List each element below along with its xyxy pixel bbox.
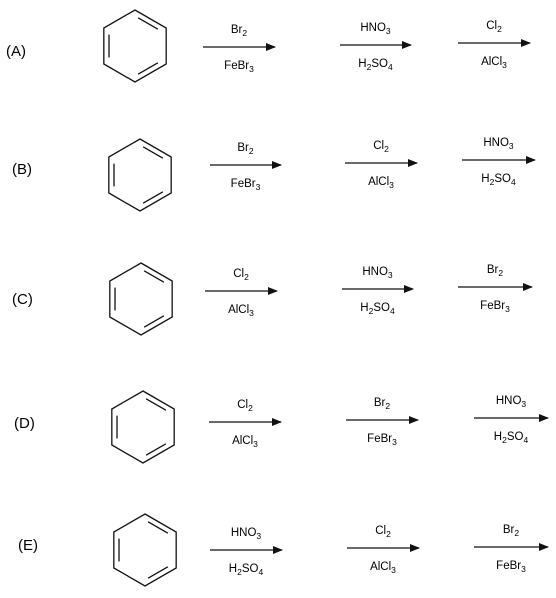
option-c-step-1-catalyst: AlCl3 [228,304,254,318]
option-b-label: (B) [12,161,32,178]
option-a-step-2-reagent: HNO3 [360,22,391,36]
option-b-step-2-catalyst: AlCl3 [368,176,394,190]
option-d-step-1-catalyst: AlCl3 [232,435,258,449]
option-d-label: (D) [14,415,35,432]
option-d-step-3-catalyst: H2SO4 [494,431,529,445]
option-b-step-1-reagent: Br2 [237,142,254,156]
option-a-step-2-catalyst: H2SO4 [358,58,393,72]
option-e-step-2-reagent: Cl2 [375,525,391,539]
option-b-step-3-reagent: HNO3 [483,137,514,151]
option-b-benzene [108,138,172,212]
option-c-step-3-catalyst: FeBr3 [480,300,510,314]
option-e-benzene [113,513,177,587]
option-c-step-3-reagent: Br2 [487,264,504,278]
option-b-step-1-catalyst: FeBr3 [231,178,261,192]
option-c-step-2-catalyst: H2SO4 [360,302,395,316]
option-a-step-3-catalyst: AlCl3 [481,56,507,70]
option-d-step-2-reagent: Br2 [374,397,391,411]
option-c-benzene [109,262,173,336]
option-a-benzene [103,9,167,83]
option-a-label: (A) [6,43,26,60]
option-d-step-2-catalyst: FeBr3 [367,433,397,447]
option-e-step-3-catalyst: FeBr3 [496,560,526,574]
option-b-step-3-catalyst: H2SO4 [481,173,516,187]
option-e-step-2-catalyst: AlCl3 [370,561,396,575]
option-a-step-1-catalyst: FeBr3 [224,60,254,74]
option-a-step-1-reagent: Br2 [231,24,248,38]
option-e-label: (E) [18,537,38,554]
option-c-step-2-reagent: HNO3 [362,266,393,280]
option-c-step-1-reagent: Cl2 [233,268,249,282]
option-e-step-3-reagent: Br2 [503,524,520,538]
option-b-step-2-reagent: Cl2 [373,140,389,154]
option-a-step-3-reagent: Cl2 [486,20,502,34]
option-e-step-1-reagent: HNO3 [231,527,262,541]
option-d-step-3-reagent: HNO3 [496,395,527,409]
option-c-label: (C) [12,291,33,308]
option-e-step-1-catalyst: H2SO4 [229,563,264,577]
option-d-benzene [111,390,175,464]
option-d-step-1-reagent: Cl2 [237,399,253,413]
